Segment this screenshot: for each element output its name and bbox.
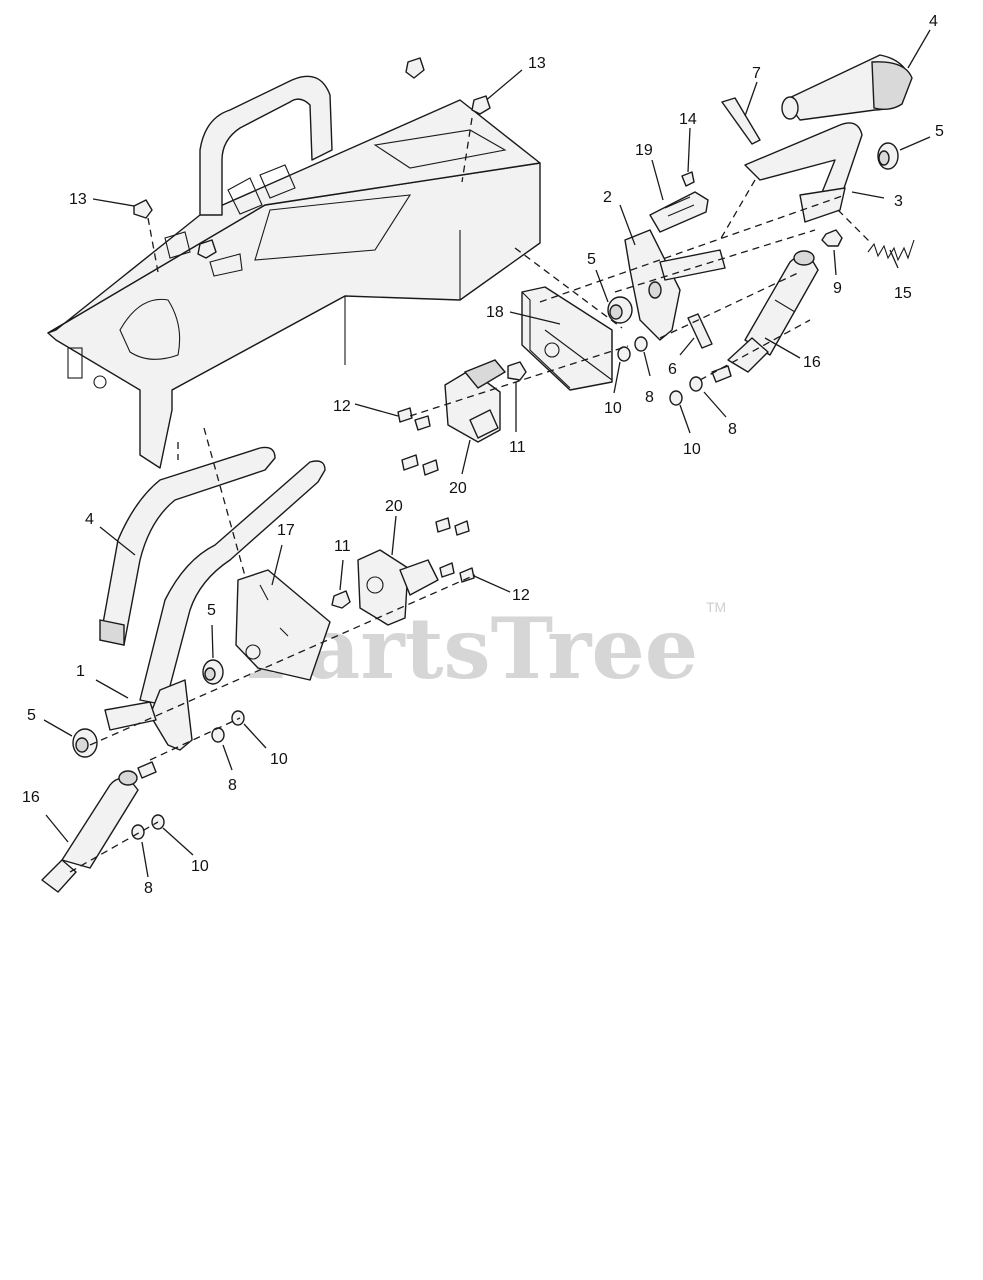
callout-11-lower: 11 — [334, 538, 351, 555]
control-handle-right[interactable] — [781, 54, 913, 121]
callout-10-b: 10 — [683, 441, 701, 458]
callout-8-d: 8 — [144, 880, 153, 897]
callout-13-right: 13 — [528, 55, 546, 72]
assembly-lines — [69, 117, 871, 873]
callout-8-b: 8 — [728, 421, 737, 438]
washer-nut-lower[interactable] — [131, 710, 245, 840]
bushing-5-left-mid[interactable] — [202, 659, 224, 685]
screws-12-upper[interactable] — [397, 407, 439, 476]
leader-lines — [43, 29, 931, 878]
washer-nut-upper[interactable] — [617, 336, 703, 406]
nut-9[interactable] — [821, 229, 843, 247]
callout-5-left: 5 — [27, 707, 36, 724]
callout-14: 14 — [679, 111, 697, 128]
callout-4-right: 4 — [929, 13, 938, 30]
bolt-7[interactable] — [721, 97, 761, 145]
spring-15[interactable] — [867, 239, 915, 262]
screw-14[interactable] — [681, 171, 695, 187]
nut-11-lower[interactable] — [331, 590, 351, 609]
callout-10-c: 10 — [270, 751, 288, 768]
callout-8-c: 8 — [228, 777, 237, 794]
pivot-arm-1[interactable] — [104, 679, 193, 751]
callout-2: 2 — [603, 189, 612, 206]
switch-19[interactable] — [649, 191, 709, 233]
callout-10-d: 10 — [191, 858, 209, 875]
nut-11-upper[interactable] — [507, 361, 527, 381]
callout-5-lower: 5 — [207, 602, 216, 619]
callout-8-a: 8 — [645, 389, 654, 406]
position-sensor-20-lower[interactable] — [357, 549, 439, 626]
callout-7: 7 — [752, 65, 761, 82]
pivot-plate-2[interactable] — [624, 229, 726, 341]
callout-12-lower: 12 — [512, 587, 530, 604]
spacer-6[interactable] — [687, 313, 713, 349]
bushing-5-upper[interactable] — [877, 142, 899, 170]
control-arm[interactable] — [744, 122, 863, 223]
console-housing — [47, 75, 541, 469]
callout-5-mid: 5 — [587, 251, 596, 268]
position-sensor-20-upper[interactable] — [444, 359, 507, 443]
callout-20-lower: 20 — [385, 498, 403, 515]
mount-bracket-18[interactable] — [521, 286, 613, 391]
callout-18: 18 — [486, 304, 504, 321]
callout-17: 17 — [277, 522, 295, 539]
callout-16-left: 16 — [22, 789, 40, 806]
control-handle-left[interactable] — [99, 446, 326, 706]
callout-labels: 1 2 3 4 4 5 5 5 5 6 7 8 8 8 8 9 10 10 10… — [22, 13, 944, 897]
callout-4-left: 4 — [85, 511, 94, 528]
damper-16-right[interactable] — [727, 250, 819, 373]
callout-3: 3 — [894, 193, 903, 210]
callout-19: 19 — [635, 142, 653, 159]
screws-13[interactable] — [133, 57, 491, 259]
callout-5-right: 5 — [935, 123, 944, 140]
callout-9: 9 — [833, 280, 842, 297]
callout-16-right: 16 — [803, 354, 821, 371]
screws-12-lower[interactable] — [435, 517, 475, 583]
bushing-5-left[interactable] — [72, 728, 98, 758]
callout-6: 6 — [668, 361, 677, 378]
watermark-trademark: TM — [706, 599, 726, 615]
callout-12-upper: 12 — [333, 398, 351, 415]
bushing-5-mid[interactable] — [607, 296, 633, 324]
callout-1: 1 — [76, 663, 85, 680]
callout-20-upper: 20 — [449, 480, 467, 497]
mount-bracket-17[interactable] — [235, 569, 331, 681]
callout-10-a: 10 — [604, 400, 622, 417]
callout-13-left: 13 — [69, 191, 87, 208]
callout-15: 15 — [894, 285, 912, 302]
damper-16-left[interactable] — [41, 770, 139, 893]
callout-11-upper: 11 — [509, 439, 526, 456]
